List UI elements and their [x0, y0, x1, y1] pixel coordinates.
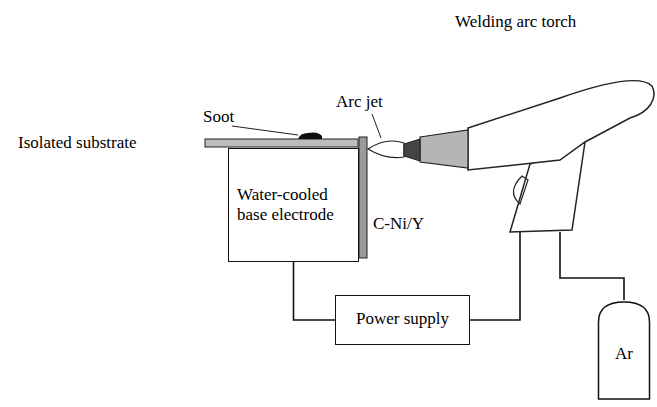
gas-cylinder: Ar [597, 300, 651, 400]
soot-deposit [298, 132, 322, 139]
torch-nozzle [404, 139, 420, 161]
node-text: Power supply [342, 309, 463, 329]
wire [294, 262, 336, 320]
electrode-rod-label: C-Ni/Y [373, 214, 424, 234]
node-text: Water-cooled base electrode [237, 185, 352, 226]
node-text: Ar [599, 344, 649, 364]
substrate-label: Isolated substrate [18, 133, 137, 153]
arc-jet-label: Arc jet [336, 92, 383, 112]
leader-line [232, 126, 298, 135]
leader-line [372, 114, 381, 138]
node-text: Welding arc torch [455, 12, 655, 32]
torch-trigger [513, 176, 528, 204]
electrode-box: Water-cooled base electrode [228, 148, 359, 262]
arc-jet-flame [368, 141, 404, 158]
substrate-plate [205, 139, 358, 147]
torch-body [468, 81, 654, 170]
torch-node: Welding arc torch [400, 6, 655, 232]
wire [560, 232, 624, 300]
wire [470, 232, 520, 320]
soot-label: Soot [203, 107, 234, 127]
power-supply-box: Power supply [335, 295, 470, 345]
cylinder-shape [599, 302, 650, 399]
torch-sleeve [420, 130, 468, 168]
carbon-rod [359, 137, 367, 258]
